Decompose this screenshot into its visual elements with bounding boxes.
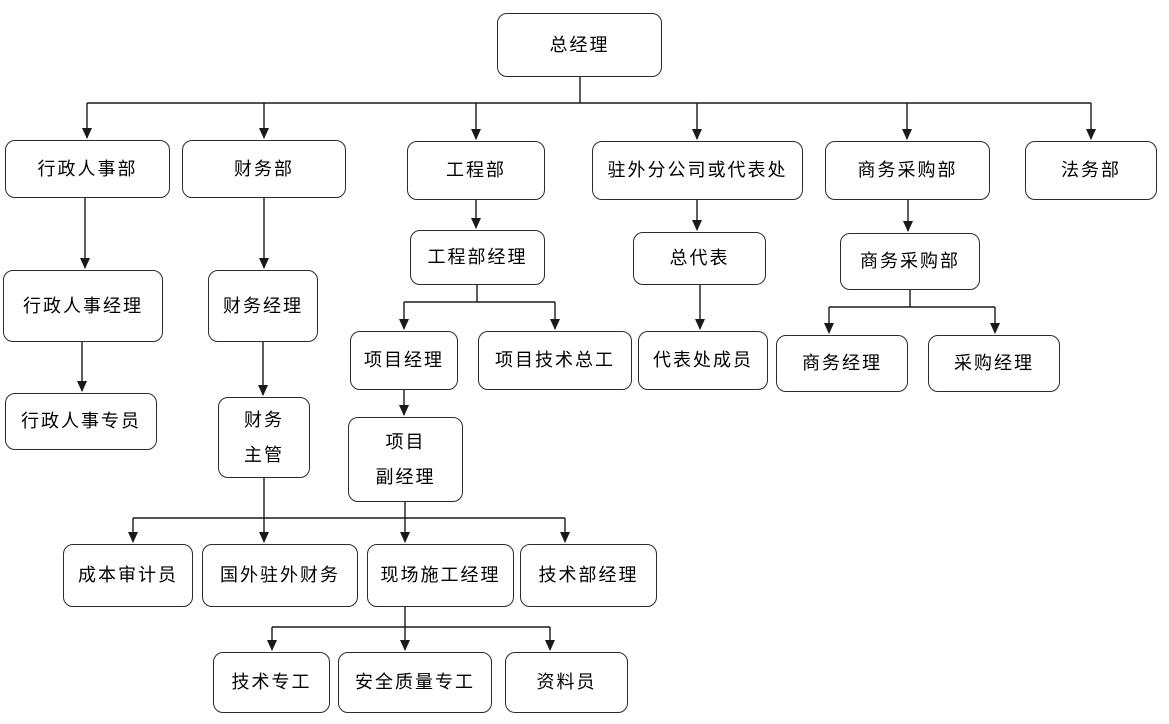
org-node-rep-office-member: 代表处成员: [638, 331, 768, 390]
org-node-overseas-stationed-finance: 国外驻外财务: [202, 544, 358, 607]
org-node-commerce-procurement-dept-2: 商务采购部: [840, 233, 980, 290]
org-node-admin-hr-dept: 行政人事部: [5, 140, 170, 198]
org-node-engineering-dept: 工程部: [407, 141, 545, 200]
org-node-project-technical-chief: 项目技术总工: [478, 331, 632, 390]
org-node-commerce-procurement-dept: 商务采购部: [825, 141, 990, 200]
org-node-general-manager: 总经理: [497, 13, 662, 77]
org-node-legal-dept: 法务部: [1025, 141, 1157, 200]
org-node-overseas-branch-or-rep-office: 驻外分公司或代表处: [592, 141, 803, 200]
org-node-site-construction-manager: 现场施工经理: [367, 544, 514, 607]
org-node-finance-dept: 财务部: [182, 140, 346, 198]
org-node-chief-representative: 总代表: [633, 232, 766, 285]
org-node-engineering-dept-manager: 工程部经理: [410, 230, 545, 285]
org-node-safety-quality-specialist: 安全质量专工: [338, 652, 492, 713]
org-node-finance-supervisor: 财务 主管: [218, 397, 310, 478]
org-node-technical-dept-manager: 技术部经理: [520, 544, 657, 607]
org-node-project-manager: 项目经理: [350, 331, 458, 390]
org-node-admin-hr-specialist: 行政人事专员: [5, 393, 157, 450]
org-node-commerce-manager: 商务经理: [776, 335, 908, 392]
org-node-procurement-manager: 采购经理: [928, 335, 1060, 392]
org-node-documentation-clerk: 资料员: [505, 652, 628, 713]
org-node-cost-auditor: 成本审计员: [63, 544, 193, 607]
org-node-technical-specialist: 技术专工: [213, 652, 330, 713]
org-node-finance-manager: 财务经理: [208, 270, 318, 342]
org-node-admin-hr-manager: 行政人事经理: [3, 270, 163, 342]
org-node-deputy-project-manager: 项目 副经理: [348, 417, 463, 502]
